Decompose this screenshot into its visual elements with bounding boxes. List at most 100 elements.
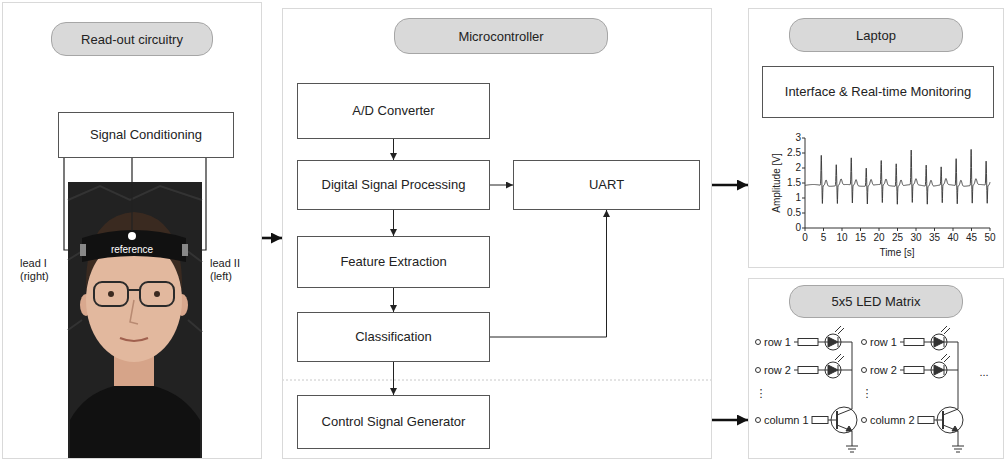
panel-heading: Laptop: [789, 18, 963, 52]
flow-arrow: [490, 210, 607, 337]
led-schematic: [838, 370, 852, 371]
tick-mark: [953, 228, 954, 231]
led-schematic: [942, 411, 944, 429]
led-schematic: [934, 420, 943, 421]
box-label: Digital Signal Processing: [322, 177, 466, 193]
process-box: Interface & Real-time Monitoring: [762, 66, 994, 118]
panel-frame: Signal Conditioning Read-out circuitry: [2, 2, 262, 459]
block-arrow: [712, 184, 748, 187]
person-photo: [68, 182, 202, 459]
led-schematic: [943, 409, 958, 415]
axis-title: Time [s]: [879, 247, 914, 259]
led-schematic: [818, 342, 828, 343]
person-photo: [154, 291, 160, 297]
tick-mark: [802, 168, 805, 169]
process-box: Digital Signal Processing: [297, 160, 490, 210]
person-photo: [140, 282, 174, 306]
led-schematic: [937, 407, 963, 433]
tick-label: 30: [910, 232, 921, 244]
signal-name: row 1: [870, 336, 897, 349]
led-schematic: [952, 446, 964, 447]
block-arrow: [262, 237, 282, 240]
led-schematic: [924, 370, 934, 371]
led-schematic: [836, 411, 838, 429]
person-photo: [130, 300, 138, 324]
led-schematic: [934, 337, 944, 347]
box-label: UART: [589, 177, 624, 193]
tick-mark: [990, 228, 991, 231]
tick-mark: [823, 228, 824, 231]
tick-mark: [802, 138, 805, 139]
person-photo: [94, 282, 128, 306]
led-schematic: [931, 334, 947, 350]
electrode-wire: [188, 158, 206, 250]
tick-label: 45: [966, 232, 977, 244]
tick-label: 25: [892, 232, 903, 244]
led-schematic: [835, 326, 844, 334]
ecg-chart: [802, 138, 990, 231]
led-schematic: [825, 362, 841, 378]
process-box: Feature Extraction: [297, 236, 490, 288]
led-schematic: [904, 367, 924, 374]
tick-label: 0: [795, 222, 801, 234]
tick-label: 2.5: [787, 147, 801, 159]
led-schematic: [835, 354, 844, 362]
tick-label: 3: [795, 132, 801, 144]
led-schematic: [944, 370, 958, 371]
process-box: Signal Conditioning: [58, 112, 234, 158]
flow-arrow: [393, 362, 394, 395]
led-schematic: [818, 370, 828, 371]
led-schematic: [900, 370, 904, 371]
tick-label: 0.5: [787, 207, 801, 219]
led-schematic: [756, 340, 761, 345]
box-label: Classification: [355, 329, 432, 345]
person-photo: [80, 244, 86, 256]
electrode-wire: [64, 158, 206, 250]
signal-name: ...: [979, 366, 988, 379]
led-schematic: [941, 354, 950, 362]
person-photo: [182, 244, 188, 256]
tick-label: 35: [929, 232, 940, 244]
tick-label: 0: [802, 232, 808, 244]
box-label: Interface & Real-time Monitoring: [785, 84, 971, 100]
person-photo: [120, 338, 148, 341]
process-box: Classification: [297, 312, 490, 362]
person-photo: [128, 232, 136, 240]
flow-arrow: [393, 139, 394, 160]
process-box: UART: [513, 160, 700, 210]
tick-label: 20: [873, 232, 884, 244]
process-box: Control Signal Generator: [297, 395, 490, 449]
led-schematic: [862, 368, 867, 373]
led-schematic: [837, 409, 852, 415]
panel-heading: 5x5 LED Matrix: [789, 285, 963, 318]
electrode-label: reference: [111, 244, 153, 256]
tick-mark: [805, 228, 806, 231]
led-schematic: [904, 339, 924, 346]
flow-arrow: [490, 185, 513, 186]
led-schematic: [837, 425, 852, 431]
panel-heading: Read-out circuitry: [51, 22, 213, 56]
tick-mark: [934, 228, 935, 231]
ecg-trace: [805, 149, 990, 204]
led-schematic: [812, 417, 828, 424]
led-schematic: [831, 407, 857, 433]
tick-mark: [897, 228, 898, 231]
panel-frame: Interface & Real-time Monitoring Laptop: [748, 8, 1004, 268]
led-schematic: [794, 342, 798, 343]
tick-label: 5: [821, 232, 827, 244]
led-schematic: [794, 370, 798, 371]
person-photo: [68, 182, 202, 459]
led-schematic: [756, 326, 859, 452]
led-schematic: [825, 334, 841, 350]
tick-mark: [842, 228, 843, 231]
electrode-label: lead II (left): [210, 257, 252, 282]
led-schematic: [958, 342, 959, 409]
tick-label: 2: [795, 162, 801, 174]
led-schematic: [943, 425, 958, 431]
led-schematic: [828, 365, 838, 375]
led-schematic: [956, 452, 960, 453]
led-schematic: [862, 340, 867, 345]
led-schematic: [924, 342, 934, 343]
